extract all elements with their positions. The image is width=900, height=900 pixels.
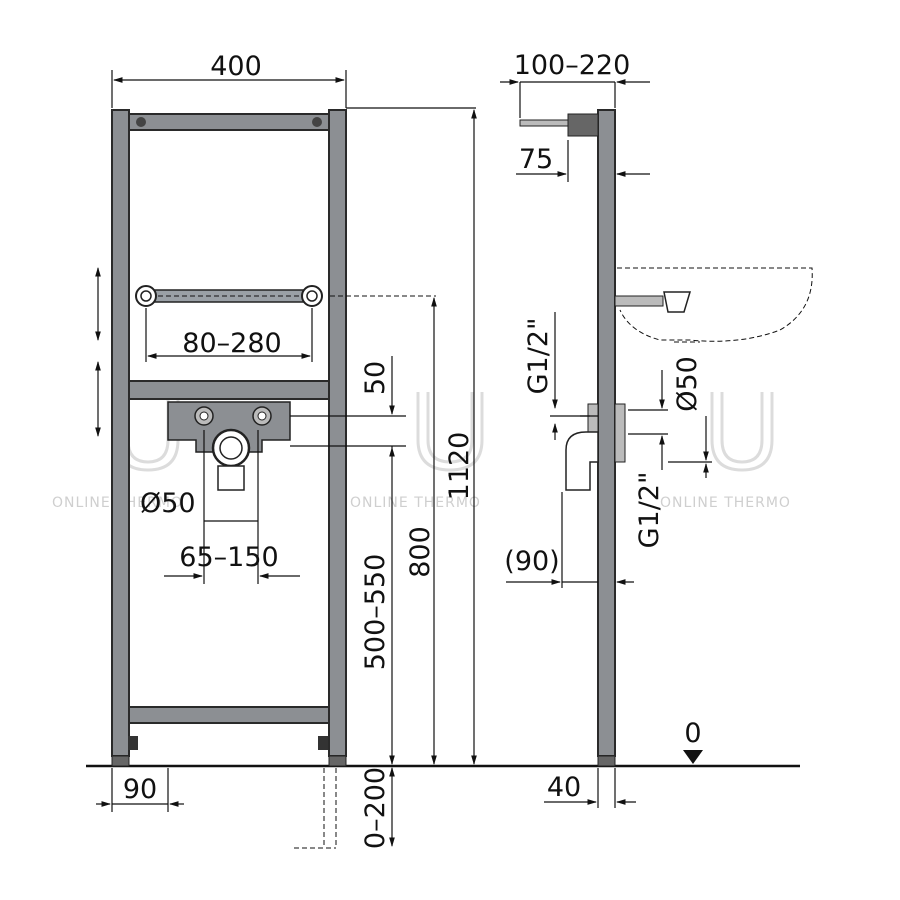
dim-500-550: 500–550 (360, 554, 391, 671)
dim-diameter-50: Ø50 (140, 488, 196, 519)
middle-rail (128, 380, 330, 400)
waste-fitting (565, 403, 626, 491)
dim-90-offset: (90) (504, 546, 559, 577)
floor-level-marker (683, 750, 703, 764)
dim-100-220: 100–220 (514, 50, 631, 81)
dim-50: 50 (360, 361, 391, 395)
dim-90-foot: 90 (123, 774, 157, 805)
bottom-rail (128, 706, 330, 724)
watermark-logo-right (710, 392, 774, 472)
front-dimensions: 400 80–280 Ø50 65–150 50 500–550 800 (95, 51, 477, 849)
dim-side-diameter-50: Ø50 (672, 356, 703, 412)
washbasin-outline (614, 267, 813, 343)
dim-65-150: 65–150 (179, 542, 278, 573)
floor-level-label: 0 (684, 718, 701, 749)
dim-0-200: 0–200 (360, 767, 391, 849)
top-rail (128, 113, 330, 131)
dim-g12-bottom: G1/2" (634, 472, 665, 549)
front-view (111, 109, 347, 849)
dim-75: 75 (519, 144, 553, 175)
side-post (597, 109, 616, 757)
valve-plate (167, 401, 291, 491)
watermark-text-center: ONLINE THERMO (350, 495, 481, 511)
watermark-text-right: ONLINE THERMO (660, 495, 791, 511)
side-dimensions: 100–220 75 G1/2" Ø50 G1/2" (90) 40 (500, 50, 712, 808)
dim-80-280: 80–280 (182, 328, 281, 359)
dim-g12-top: G1/2" (523, 318, 554, 395)
dim-1120: 1120 (444, 432, 475, 501)
watermark-logo-center (416, 392, 484, 472)
side-view (519, 109, 813, 767)
left-post (111, 109, 130, 757)
right-post (328, 109, 347, 757)
dim-800: 800 (405, 526, 436, 578)
dim-40: 40 (547, 772, 581, 803)
dim-400: 400 (210, 51, 262, 82)
adjustable-bracket (135, 285, 323, 307)
